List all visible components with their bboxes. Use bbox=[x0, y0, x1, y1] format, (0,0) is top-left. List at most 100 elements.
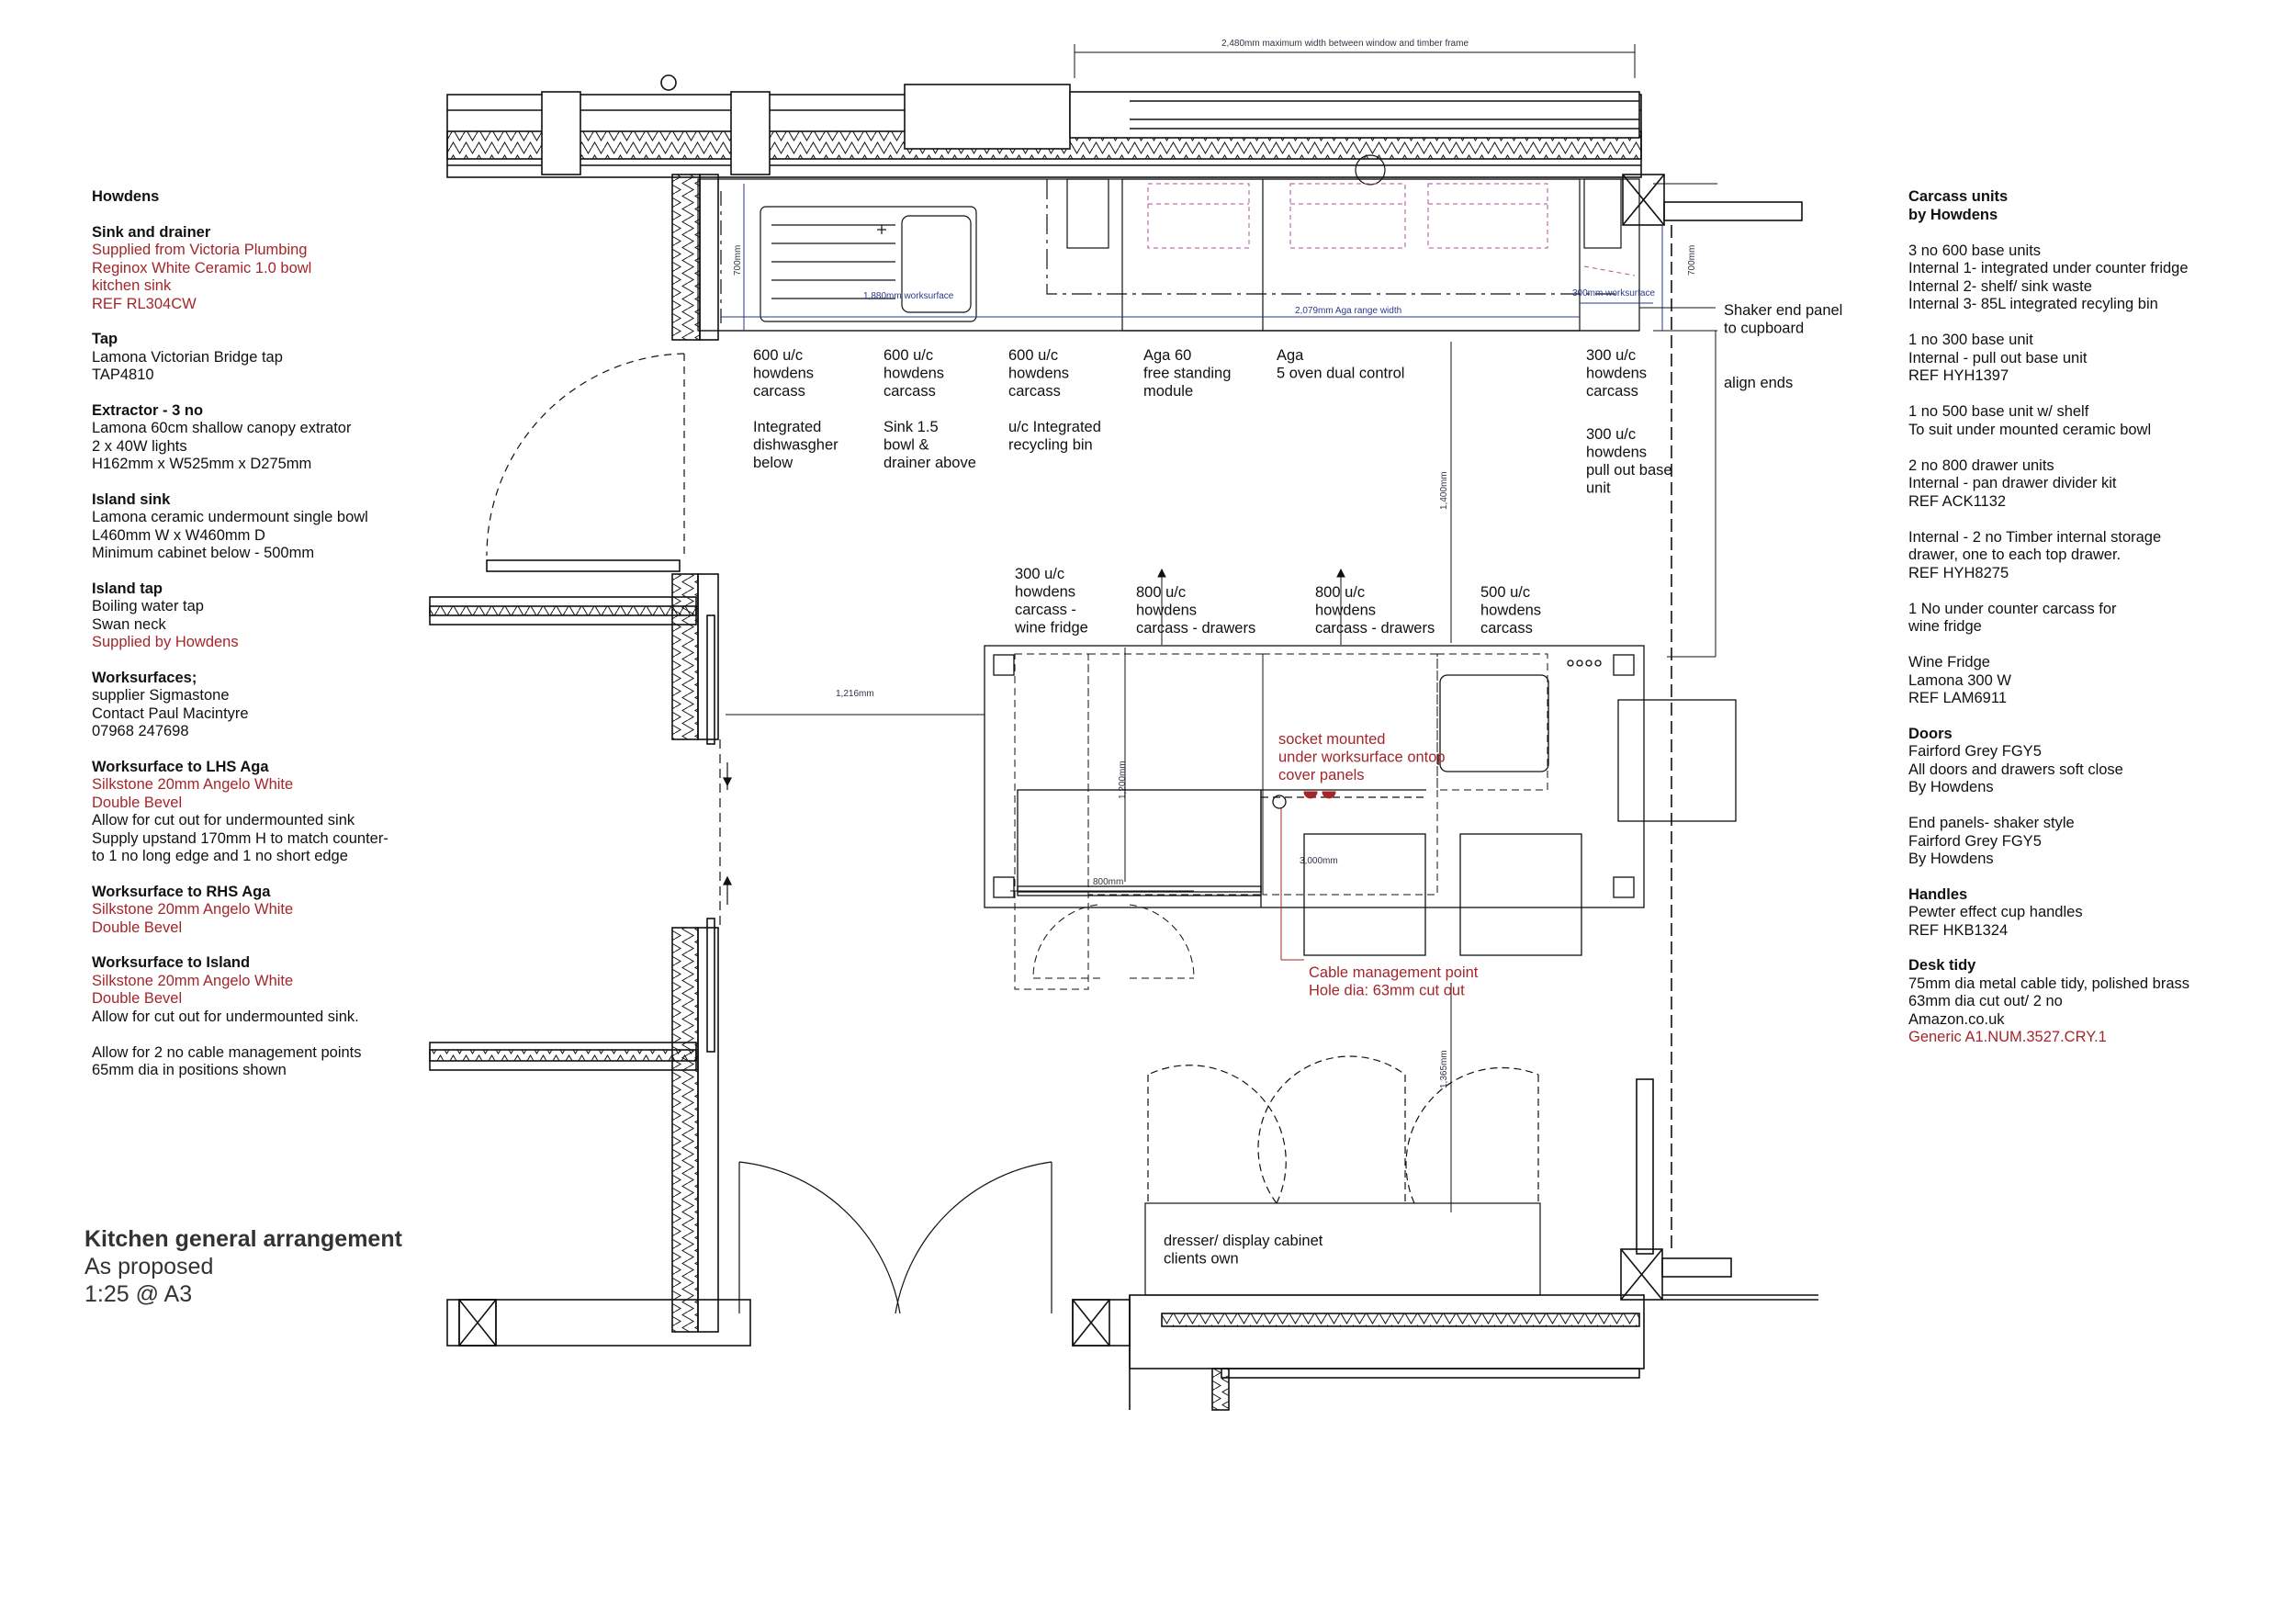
note-line: Silkstone 20mm Angelo White bbox=[92, 776, 294, 793]
note-line: REF HKB1324 bbox=[1908, 921, 2009, 939]
plan-label-line: dishwasgher bbox=[753, 437, 838, 454]
dim-worksurface-left: 1,880mm worksurface bbox=[863, 291, 954, 301]
plan-label-line: 800 u/c bbox=[1315, 584, 1365, 601]
plan-label-line: howdens bbox=[1008, 366, 1069, 382]
note-heading: Worksurface to RHS Aga bbox=[92, 883, 271, 900]
plan-label-line: free standing bbox=[1143, 366, 1231, 382]
title-block: Kitchen general arrangement As proposed … bbox=[84, 1225, 402, 1308]
note-line: Lamona 300 W bbox=[1908, 671, 2011, 689]
note-line: End panels- shaker style bbox=[1908, 815, 2075, 831]
note-line: Swan neck bbox=[92, 615, 166, 633]
plan-label-line: drainer above bbox=[884, 455, 976, 471]
plan-label-line bbox=[1008, 401, 1013, 418]
dimension-texts: 2,480mm maximum width between window and… bbox=[733, 39, 1697, 1088]
dim-aga-range: 2,079mm Aga range width bbox=[1295, 306, 1401, 316]
plan-label-line: 300 u/c bbox=[1015, 566, 1064, 582]
aga-hobs bbox=[1147, 183, 1636, 276]
island bbox=[984, 645, 1737, 956]
note-line: wine fridge bbox=[1908, 618, 1982, 635]
note-line: By Howdens bbox=[1908, 851, 1994, 867]
plan-label-line: Aga 60 bbox=[1143, 347, 1191, 364]
note-line: Double Bevel bbox=[92, 990, 183, 1007]
note-line: Internal 2- shelf/ sink waste bbox=[1908, 277, 2092, 295]
note-heading: Worksurface to Island bbox=[92, 954, 251, 971]
plan-label-line: carcass - drawers bbox=[1315, 620, 1435, 637]
sockets bbox=[1280, 791, 1336, 961]
note-line: Boiling water tap bbox=[92, 598, 204, 614]
note-line: to 1 no long edge and 1 no short edge bbox=[92, 848, 348, 864]
plan-label-line: howdens bbox=[1015, 584, 1075, 601]
plan-label-line: u/c Integrated bbox=[1008, 419, 1101, 435]
door-swings bbox=[486, 353, 1052, 1314]
plan-label-line: cover panels bbox=[1278, 767, 1365, 783]
plan-label-line: socket mounted bbox=[1278, 731, 1385, 748]
plan-label-line: bowl & bbox=[884, 437, 929, 454]
note-heading: Island tap bbox=[92, 580, 163, 597]
plan-label-align: align ends bbox=[1724, 375, 1793, 391]
dim-worksurface-right: 300mm worksurface bbox=[1572, 288, 1655, 299]
note-line: Fairford Grey FGY5 bbox=[1908, 743, 2042, 760]
drawing-title: Kitchen general arrangement bbox=[84, 1226, 402, 1252]
note-line: TAP4810 bbox=[92, 366, 154, 383]
plan-label-line: Integrated bbox=[753, 419, 821, 435]
drawing-scale: 1:25 @ A3 bbox=[84, 1281, 193, 1307]
note-line: supplier Sigmastone bbox=[92, 687, 230, 704]
plan-label-line: carcass bbox=[1008, 383, 1061, 400]
note-heading: Handles bbox=[1908, 885, 1968, 903]
dim-1216: 1,216mm bbox=[836, 689, 874, 699]
note-line: REF RL304CW bbox=[92, 295, 197, 312]
plan-label-line: howdens bbox=[884, 366, 944, 382]
note-line: 1 no 300 base unit bbox=[1908, 332, 2033, 348]
plan-label-line: 300 u/c bbox=[1586, 426, 1636, 443]
note-line: Internal - pull out base unit bbox=[1908, 349, 2088, 366]
plan-label-line: pull out base bbox=[1586, 462, 1672, 479]
note-line: Contact Paul Macintyre bbox=[92, 704, 249, 722]
note-heading: Worksurface to LHS Aga bbox=[92, 758, 269, 775]
note-line: Minimum cabinet below - 500mm bbox=[92, 545, 315, 561]
plan-label-line: carcass bbox=[884, 383, 936, 400]
plan-label-line: carcass bbox=[1586, 383, 1638, 400]
note-line: Lamona 60cm shallow canopy extrator bbox=[92, 420, 352, 436]
note-line: 07968 247698 bbox=[92, 723, 189, 739]
note-line: Allow for cut out for undermounted sink bbox=[92, 812, 355, 828]
note-heading: Carcass units bbox=[1908, 188, 2009, 205]
island-carcass-outlines bbox=[1014, 653, 1548, 990]
plan-label-line: to cupboard bbox=[1724, 321, 1804, 337]
note-line: Reginox White Ceramic 1.0 bowl bbox=[92, 259, 312, 276]
plan-label-line: under worksurface ontop bbox=[1278, 750, 1446, 766]
note-line: Supply upstand 170mm H to match counter- bbox=[92, 829, 388, 847]
note-line: Generic A1.NUM.3527.CRY.1 bbox=[1908, 1029, 2107, 1045]
note-line: 1 no 500 base unit w/ shelf bbox=[1908, 403, 2089, 420]
plan-label-line: Cable management point bbox=[1309, 964, 1479, 981]
plan-label-line: Hole dia: 63mm cut out bbox=[1309, 983, 1465, 999]
plan-label-line: howdens bbox=[753, 366, 814, 382]
dim-island-length: 3,000mm bbox=[1300, 856, 1338, 866]
note-heading: Tap bbox=[92, 331, 118, 347]
note-line: Wine Fridge bbox=[1908, 654, 1990, 671]
note-line: 3 no 600 base units bbox=[1908, 242, 2042, 259]
dim-island-depth: 1,200mm bbox=[1118, 761, 1128, 799]
plan-label-line bbox=[884, 401, 888, 418]
plan-label-line: howdens bbox=[1586, 445, 1647, 461]
plan-label-line: carcass bbox=[1480, 620, 1533, 637]
note-line: Silkstone 20mm Angelo White bbox=[92, 972, 294, 989]
note-heading: Desk tidy bbox=[1908, 957, 1976, 974]
note-block: Howdens bbox=[92, 188, 388, 207]
note-line: 2 x 40W lights bbox=[92, 437, 187, 455]
